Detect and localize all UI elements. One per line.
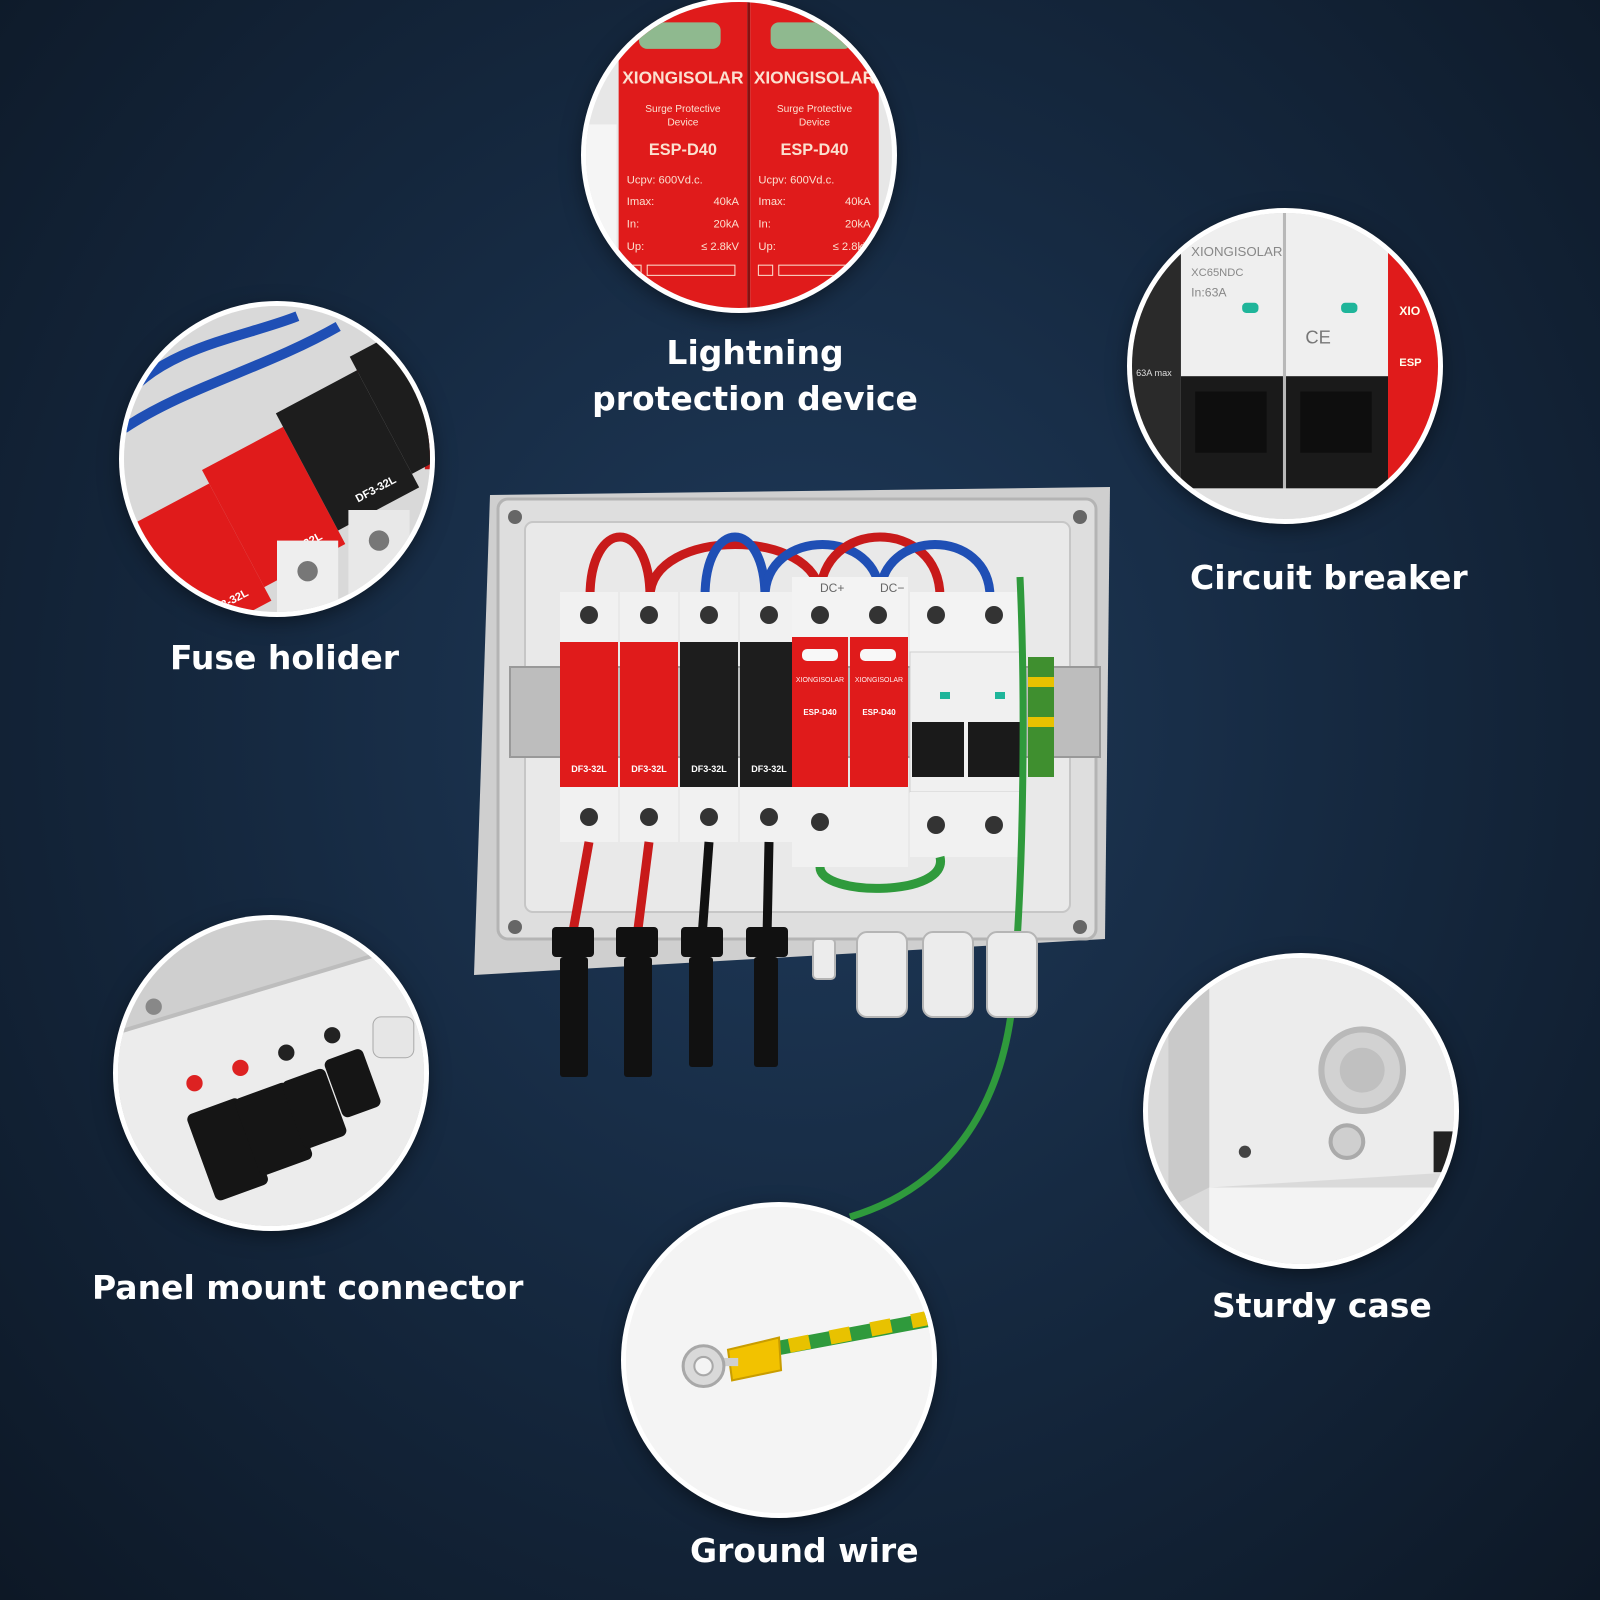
svg-text:Up:: Up: bbox=[627, 241, 644, 253]
spd-model-label: ESP-D40 bbox=[803, 708, 837, 717]
case-closeup-image bbox=[1148, 958, 1454, 1264]
lightning-detail-circle: XIONGISOLAR Surge Protective Device ESP-… bbox=[586, 2, 892, 308]
svg-text:Device: Device bbox=[667, 117, 698, 128]
svg-text:Ucpv: 600Vd.c.: Ucpv: 600Vd.c. bbox=[758, 175, 834, 187]
svg-text:≤ 2.8kV: ≤ 2.8kV bbox=[701, 241, 739, 253]
svg-text:Surge Protective: Surge Protective bbox=[645, 104, 721, 115]
svg-text:XIO: XIO bbox=[1399, 304, 1420, 318]
svg-text:XIONGISOLAR: XIONGISOLAR bbox=[754, 68, 876, 88]
breaker-brand-text: XIONGISOLAR bbox=[1191, 244, 1282, 259]
svg-text:XIONGISOLAR: XIONGISOLAR bbox=[855, 677, 903, 684]
svg-text:XIONGISOLAR: XIONGISOLAR bbox=[796, 677, 844, 684]
ground-closeup-image bbox=[626, 1207, 932, 1513]
svg-text:ESP-D40: ESP-D40 bbox=[862, 708, 896, 717]
svg-text:≤ 2.8kV: ≤ 2.8kV bbox=[833, 241, 871, 253]
spd-brand-text: XIONGISOLAR bbox=[622, 68, 744, 88]
fuse-holder-4-label: DF3-32L bbox=[751, 764, 787, 774]
spd-closeup-image: XIONGISOLAR Surge Protective Device ESP-… bbox=[586, 2, 892, 308]
combiner-box: DF3-32L DF3-32L DF3-32L DF3-32L bbox=[474, 487, 1130, 1221]
fuse-closeup-image: DF3-32L DF3-32L DF3-32L bbox=[124, 306, 430, 612]
fuse-holder-2-label: DF3-32L bbox=[631, 764, 667, 774]
svg-text:Ucpv: 600Vd.c.: Ucpv: 600Vd.c. bbox=[627, 175, 703, 187]
svg-text:Surge Protective: Surge Protective bbox=[777, 104, 853, 115]
svg-text:In:63A: In:63A bbox=[1191, 286, 1227, 300]
spd-pos-label: DC+ bbox=[820, 581, 844, 595]
svg-text:Imax:: Imax: bbox=[758, 196, 785, 208]
connector-closeup-image bbox=[118, 920, 424, 1226]
lightning-label: Lightning protection device bbox=[575, 330, 935, 422]
svg-text:Device: Device bbox=[799, 117, 830, 128]
svg-text:ESP: ESP bbox=[1399, 357, 1422, 369]
svg-text:Imax:: Imax: bbox=[627, 196, 654, 208]
ground-label: Ground wire bbox=[690, 1531, 919, 1570]
breaker-closeup-image: 63A max XIONGISOLAR XC65NDC In:63A CE XI… bbox=[1132, 213, 1438, 519]
combiner-box-image: DF3-32L DF3-32L DF3-32L DF3-32L bbox=[474, 487, 1110, 1221]
svg-text:In:: In: bbox=[758, 218, 770, 230]
svg-text:20kA: 20kA bbox=[713, 218, 739, 230]
svg-text:20kA: 20kA bbox=[845, 218, 871, 230]
fuse-label: Fuse holider bbox=[170, 638, 399, 677]
svg-text:ESP-D40: ESP-D40 bbox=[780, 141, 848, 159]
svg-text:Up:: Up: bbox=[758, 241, 775, 253]
fuse-holder-1-label: DF3-32L bbox=[571, 764, 607, 774]
svg-text:In:: In: bbox=[627, 218, 639, 230]
connector-label: Panel mount connector bbox=[92, 1268, 524, 1307]
svg-text:XC65NDC: XC65NDC bbox=[1191, 267, 1243, 279]
svg-text:40kA: 40kA bbox=[713, 196, 739, 208]
fuse-holder-3-label: DF3-32L bbox=[691, 764, 727, 774]
lightning-label-line1: Lightning bbox=[666, 333, 844, 372]
case-detail-circle bbox=[1148, 958, 1454, 1264]
svg-text:40kA: 40kA bbox=[845, 196, 871, 208]
svg-text:CE: CE bbox=[1305, 327, 1331, 348]
svg-text:63A max: 63A max bbox=[1136, 368, 1172, 378]
ground-detail-circle bbox=[626, 1207, 932, 1513]
breaker-label: Circuit breaker bbox=[1190, 558, 1468, 597]
svg-text:ESP-D40: ESP-D40 bbox=[649, 141, 717, 159]
connector-detail-circle bbox=[118, 920, 424, 1226]
fuse-detail-circle: DF3-32L DF3-32L DF3-32L bbox=[124, 306, 430, 612]
lightning-label-line2: protection device bbox=[592, 379, 918, 418]
spd-neg-label: DC− bbox=[880, 581, 904, 595]
case-label: Sturdy case bbox=[1212, 1286, 1432, 1325]
breaker-detail-circle: 63A max XIONGISOLAR XC65NDC In:63A CE XI… bbox=[1132, 213, 1438, 519]
